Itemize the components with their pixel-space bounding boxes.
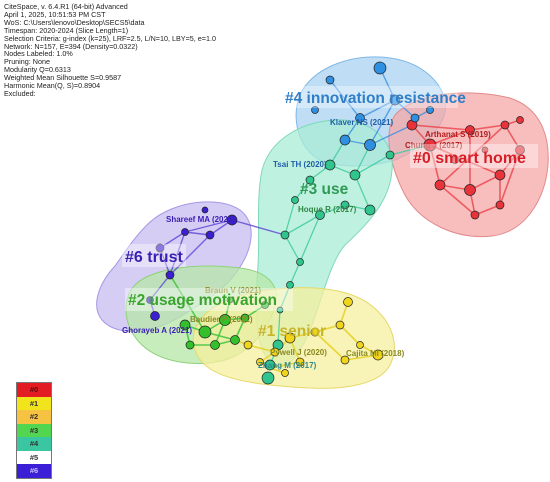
author-label-tsai: Tsai TH (2020) <box>273 160 327 169</box>
author-label-chung: Chung J (2017) <box>405 141 463 150</box>
author-label-braun: Braun V (2021) <box>205 286 261 295</box>
nodes-cluster-2 <box>179 296 269 350</box>
cluster-color-legend: #0 #1 #2 #3 #4 #5 #6 <box>16 382 52 479</box>
hull-cluster-0 <box>388 92 549 238</box>
info-line: Excluded: <box>4 88 36 98</box>
cluster-label-bg-2 <box>125 288 293 311</box>
legend-item-1: #1 <box>17 396 51 410</box>
info-line: Selection Criteria: g-index (k=25), LRF=… <box>4 33 216 43</box>
info-line: Weighted Mean Silhouette S=0.9587 <box>4 73 122 83</box>
author-label-ghorayeb: Ghorayeb A (2021) <box>122 326 192 335</box>
author-label-arthanat: Arthanat S (2019) <box>425 130 491 139</box>
cluster-label-2: #2 usage motivation <box>128 292 277 309</box>
cluster-label-0: #0 smart home <box>413 150 526 167</box>
author-label-hoque: Hoque R (2017) <box>298 205 357 214</box>
info-line: CiteSpace, v. 6.4.R1 (64-bit) Advanced <box>4 2 128 11</box>
cluster-label-1: #1 senior <box>258 323 326 340</box>
citespace-info-panel: CiteSpace, v. 6.4.R1 (64-bit) Advanced A… <box>4 3 216 98</box>
info-line: Nodes Labeled: 1.0% <box>4 49 73 59</box>
cluster-label-bg-0 <box>410 144 538 168</box>
nodes-cluster-6 <box>146 206 238 321</box>
network-nodes <box>146 61 525 385</box>
nodes-cluster-3 <box>261 150 395 385</box>
legend-item-4: #4 <box>17 437 51 451</box>
author-label-klaver: Klaver NS (2021) <box>330 118 393 127</box>
legend-item-2: #2 <box>17 410 51 424</box>
cluster-labels: #4 innovation resistance #0 smart home #… <box>122 86 538 340</box>
author-label-zhang: Zhang M (2017) <box>258 361 317 370</box>
legend-item-5: #5 <box>17 450 51 464</box>
info-line: April 1, 2025, 10:51:53 PM CST <box>4 9 106 19</box>
author-label-cajita: Cajita MI (2018) <box>346 349 405 358</box>
legend-item-0: #0 <box>17 383 51 397</box>
nodes-cluster-1 <box>243 297 384 377</box>
cluster-label-bg-4 <box>282 86 458 108</box>
cluster-label-3: #3 use <box>300 181 349 198</box>
cluster-label-bg-6 <box>122 244 186 267</box>
info-line: Harmonic Mean(Q, S)=0.8904 <box>4 81 101 91</box>
author-label-pywell: Pywell J (2020) <box>270 348 327 357</box>
author-labels: Klaver NS (2021) Arthanat S (2019) Chung… <box>122 118 491 370</box>
legend-item-6: #6 <box>17 464 51 478</box>
author-label-shareef: Shareef MA (2021) <box>166 215 235 224</box>
author-label-baudier: Baudier P (2021) <box>190 315 253 324</box>
info-line: Modularity Q=0.6313 <box>4 65 71 75</box>
cluster-label-6: #6 trust <box>125 249 183 266</box>
cluster-label-4: #4 innovation resistance <box>285 90 466 107</box>
nodes-cluster-4 <box>311 61 434 151</box>
info-line: Pruning: None <box>4 57 50 67</box>
info-line: Network: N=157, E=394 (Density=0.0322) <box>4 41 138 51</box>
nodes-cluster-0 <box>406 116 525 220</box>
info-line: WoS: C:\Users\lenovo\Desktop\SECS5\data <box>4 17 145 27</box>
legend-item-3: #3 <box>17 423 51 437</box>
info-line: Timespan: 2020-2024 (Slice Length=1) <box>4 25 129 35</box>
